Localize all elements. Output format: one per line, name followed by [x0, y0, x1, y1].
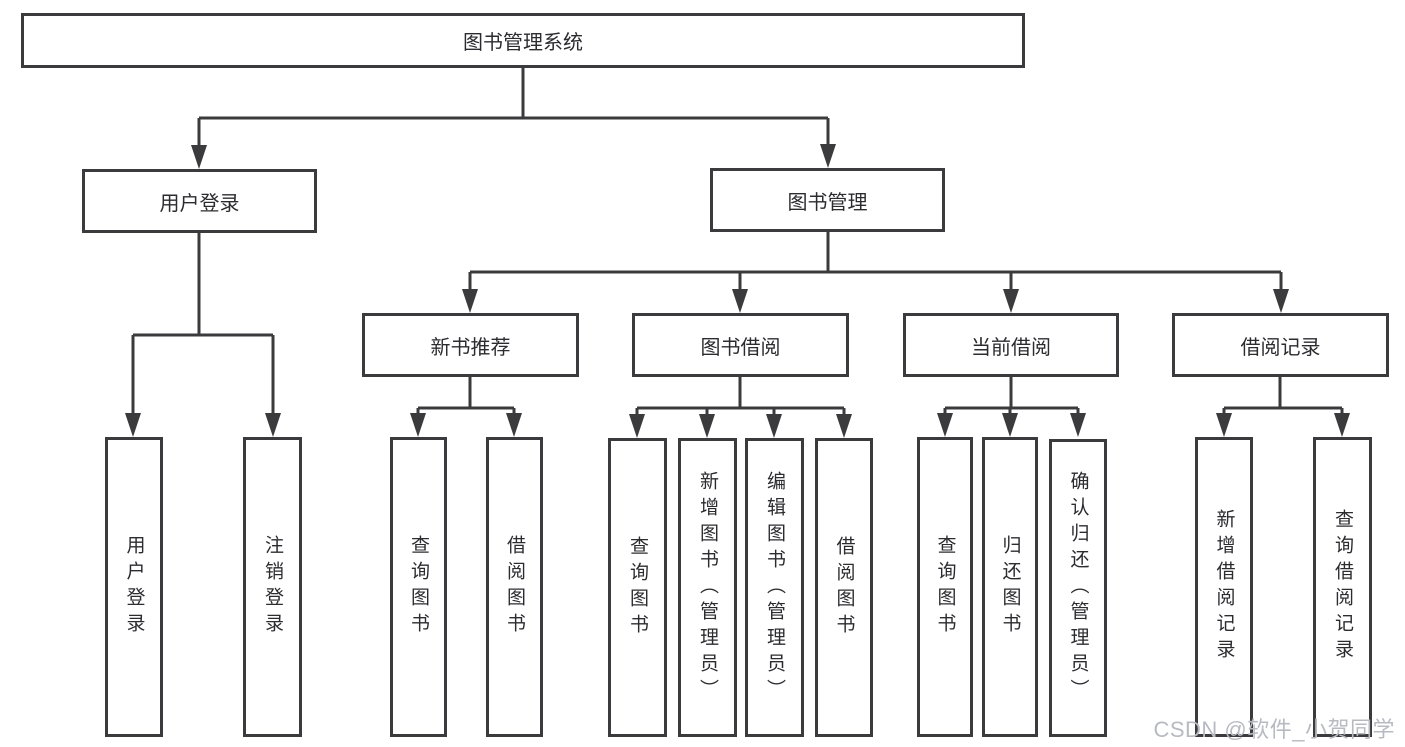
- connector-current-to-leaves: [943, 377, 1080, 415]
- csdn-watermark: CSDN @软件_小贺同学: [1153, 717, 1395, 742]
- arrowhead: [766, 414, 782, 438]
- arrowhead: [820, 144, 836, 168]
- node-borrowing-records: 借阅记录: [1172, 313, 1389, 377]
- connector-bookmgmt-to-level3: [468, 232, 1283, 291]
- connector-newbook-to-leaves: [416, 377, 516, 415]
- leaf-add-borrow-record: 新增借阅记录: [1195, 437, 1253, 737]
- leaf-add-book-admin: 新增图书（管理员）: [678, 438, 737, 737]
- connector-userlogin-to-leaves: [131, 233, 275, 415]
- arrowhead: [1002, 413, 1018, 437]
- leaf-borrow-book-rec: 借阅图书: [486, 437, 543, 737]
- arrowhead: [1070, 413, 1086, 437]
- arrowhead: [191, 145, 207, 169]
- node-new-book-recommendation: 新书推荐: [362, 313, 579, 377]
- node-book-borrowing: 图书借阅: [632, 313, 849, 377]
- leaf-query-book-current: 查询图书: [917, 437, 973, 737]
- leaf-query-book-rec: 查询图书: [390, 437, 447, 737]
- arrowhead: [836, 414, 852, 438]
- leaf-user-login: 用户登录: [105, 437, 163, 737]
- arrowhead: [462, 289, 478, 313]
- arrowhead: [629, 414, 645, 438]
- arrowhead: [1216, 413, 1232, 437]
- arrowhead: [699, 414, 715, 438]
- leaf-confirm-return-admin: 确认归还（管理员）: [1049, 439, 1107, 737]
- node-book-management: 图书管理: [710, 168, 945, 232]
- leaf-query-borrow-record: 查询借阅记录: [1313, 437, 1372, 737]
- connector-records-to-leaves: [1222, 377, 1344, 415]
- leaf-return-book: 归还图书: [982, 437, 1038, 737]
- arrowhead: [125, 413, 141, 437]
- arrowhead: [506, 413, 522, 437]
- arrowhead: [1003, 289, 1019, 313]
- arrowhead: [937, 413, 953, 437]
- arrowhead: [1334, 413, 1350, 437]
- leaf-borrow-book: 借阅图书: [815, 438, 873, 737]
- node-current-borrowing: 当前借阅: [903, 313, 1119, 377]
- leaf-logout: 注销登录: [243, 437, 302, 737]
- arrowhead: [1273, 289, 1289, 313]
- node-user-login: 用户登录: [82, 169, 317, 233]
- connector-borrow-to-leaves: [635, 377, 846, 416]
- arrowhead: [265, 413, 281, 437]
- arrowheads: [125, 144, 1350, 438]
- leaf-query-book-borrow: 查询图书: [608, 438, 667, 737]
- node-library-management-system: 图书管理系统: [21, 13, 1025, 68]
- arrowhead: [732, 289, 748, 313]
- leaf-edit-book-admin: 编辑图书（管理员）: [745, 438, 804, 737]
- connector-root-to-level2: [197, 68, 830, 147]
- arrowhead: [410, 413, 426, 437]
